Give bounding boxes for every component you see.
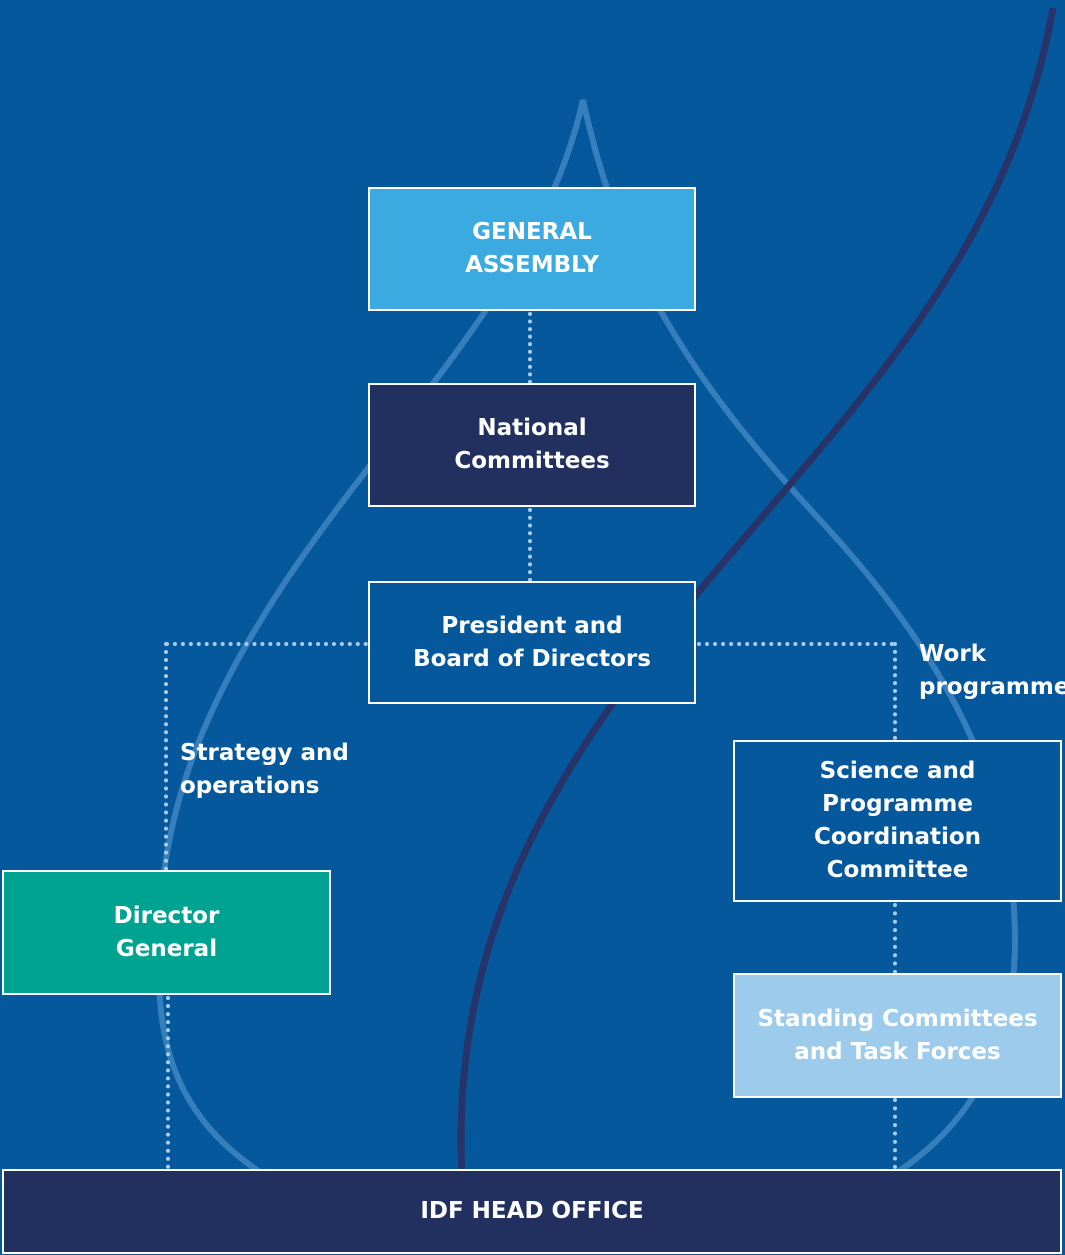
work-programme-label: Work programme bbox=[919, 641, 1065, 700]
national-committees-label: National Committees bbox=[454, 415, 610, 474]
connector-to-science bbox=[893, 642, 897, 740]
head-office-label: IDF HEAD OFFICE bbox=[420, 1198, 644, 1224]
president-board-label: President and Board of Directors bbox=[413, 612, 651, 672]
standing-committees-label: Standing Committees and Task Forces bbox=[757, 1005, 1038, 1065]
swoosh-line bbox=[457, 7, 1057, 1176]
president-board-box: President and Board of Directors bbox=[368, 581, 696, 704]
standing-committees-box: Standing Committees and Task Forces bbox=[733, 973, 1062, 1098]
director-general-label: Director General bbox=[113, 902, 220, 962]
connector-ga-nc bbox=[528, 312, 532, 384]
connector-pb-left bbox=[165, 642, 368, 646]
director-general-box: Director General bbox=[2, 870, 331, 995]
connector-pb-right bbox=[697, 642, 894, 646]
connector-director-headoffice bbox=[166, 996, 170, 1169]
connector-science-standing bbox=[893, 903, 897, 974]
strategy-operations-label: Strategy and operations bbox=[180, 740, 349, 799]
science-committee-box: Science and Programme Coordination Commi… bbox=[733, 740, 1062, 902]
national-committees-box: National Committees bbox=[368, 383, 696, 507]
connector-to-director bbox=[164, 642, 168, 871]
science-committee-label: Science and Programme Coordination Commi… bbox=[813, 758, 982, 883]
connector-nc-pb bbox=[528, 508, 532, 582]
connector-standing-headoffice bbox=[893, 1098, 897, 1169]
head-office-box: IDF HEAD OFFICE bbox=[2, 1169, 1062, 1254]
general-assembly-box: GENERAL ASSEMBLY bbox=[368, 187, 696, 311]
general-assembly-label: GENERAL ASSEMBLY bbox=[465, 219, 599, 278]
